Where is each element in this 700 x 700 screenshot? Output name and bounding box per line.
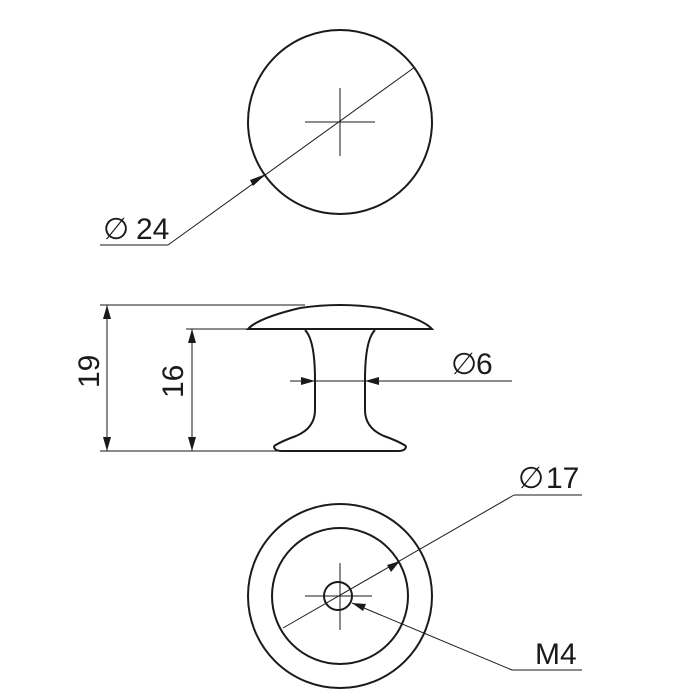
- head-diameter-label: ∅ 24: [103, 213, 169, 246]
- knob-neck-right: [364, 329, 407, 447]
- total-height-value: 19: [73, 355, 106, 388]
- diameter-symbol-icon: ∅: [103, 213, 129, 246]
- outer-base-circle: [247, 503, 433, 689]
- head-diameter-leader: [167, 66, 416, 246]
- height-19-arrow-top: [103, 305, 111, 319]
- top-view: ∅ 24: [100, 29, 433, 246]
- neck-diameter-arrow-left: [301, 377, 315, 385]
- height-16-arrow-top: [188, 329, 196, 343]
- base-diameter-value: 17: [546, 462, 579, 495]
- knob-profile: [245, 304, 435, 330]
- thread-size-value: M4: [535, 638, 577, 671]
- height-19-arrow-bottom: [103, 437, 111, 451]
- neck-diameter-label: ∅ 6: [451, 348, 493, 381]
- knob-neck-left: [273, 329, 316, 447]
- base-diameter-arrow: [387, 561, 400, 572]
- head-diameter-value: 24: [136, 213, 169, 246]
- thread-arrow: [352, 603, 366, 611]
- inner-base-circle: [271, 527, 409, 665]
- body-height-value: 16: [157, 365, 190, 398]
- side-view: 19 16 ∅ 6: [73, 304, 512, 452]
- knob-base: [273, 445, 407, 452]
- neck-diameter-value: 6: [476, 348, 493, 381]
- head-diameter-arrow: [250, 174, 266, 186]
- height-16-arrow-bottom: [188, 437, 196, 451]
- diameter-symbol-icon: ∅: [451, 348, 477, 381]
- base-diameter-label: ∅ 17: [518, 462, 579, 495]
- head-outline-circle: [247, 29, 433, 215]
- thread-leader: [351, 602, 513, 671]
- diameter-symbol-icon: ∅: [518, 462, 544, 495]
- bottom-view: ∅ 17 M4: [247, 462, 582, 689]
- neck-diameter-arrow-right: [365, 377, 379, 385]
